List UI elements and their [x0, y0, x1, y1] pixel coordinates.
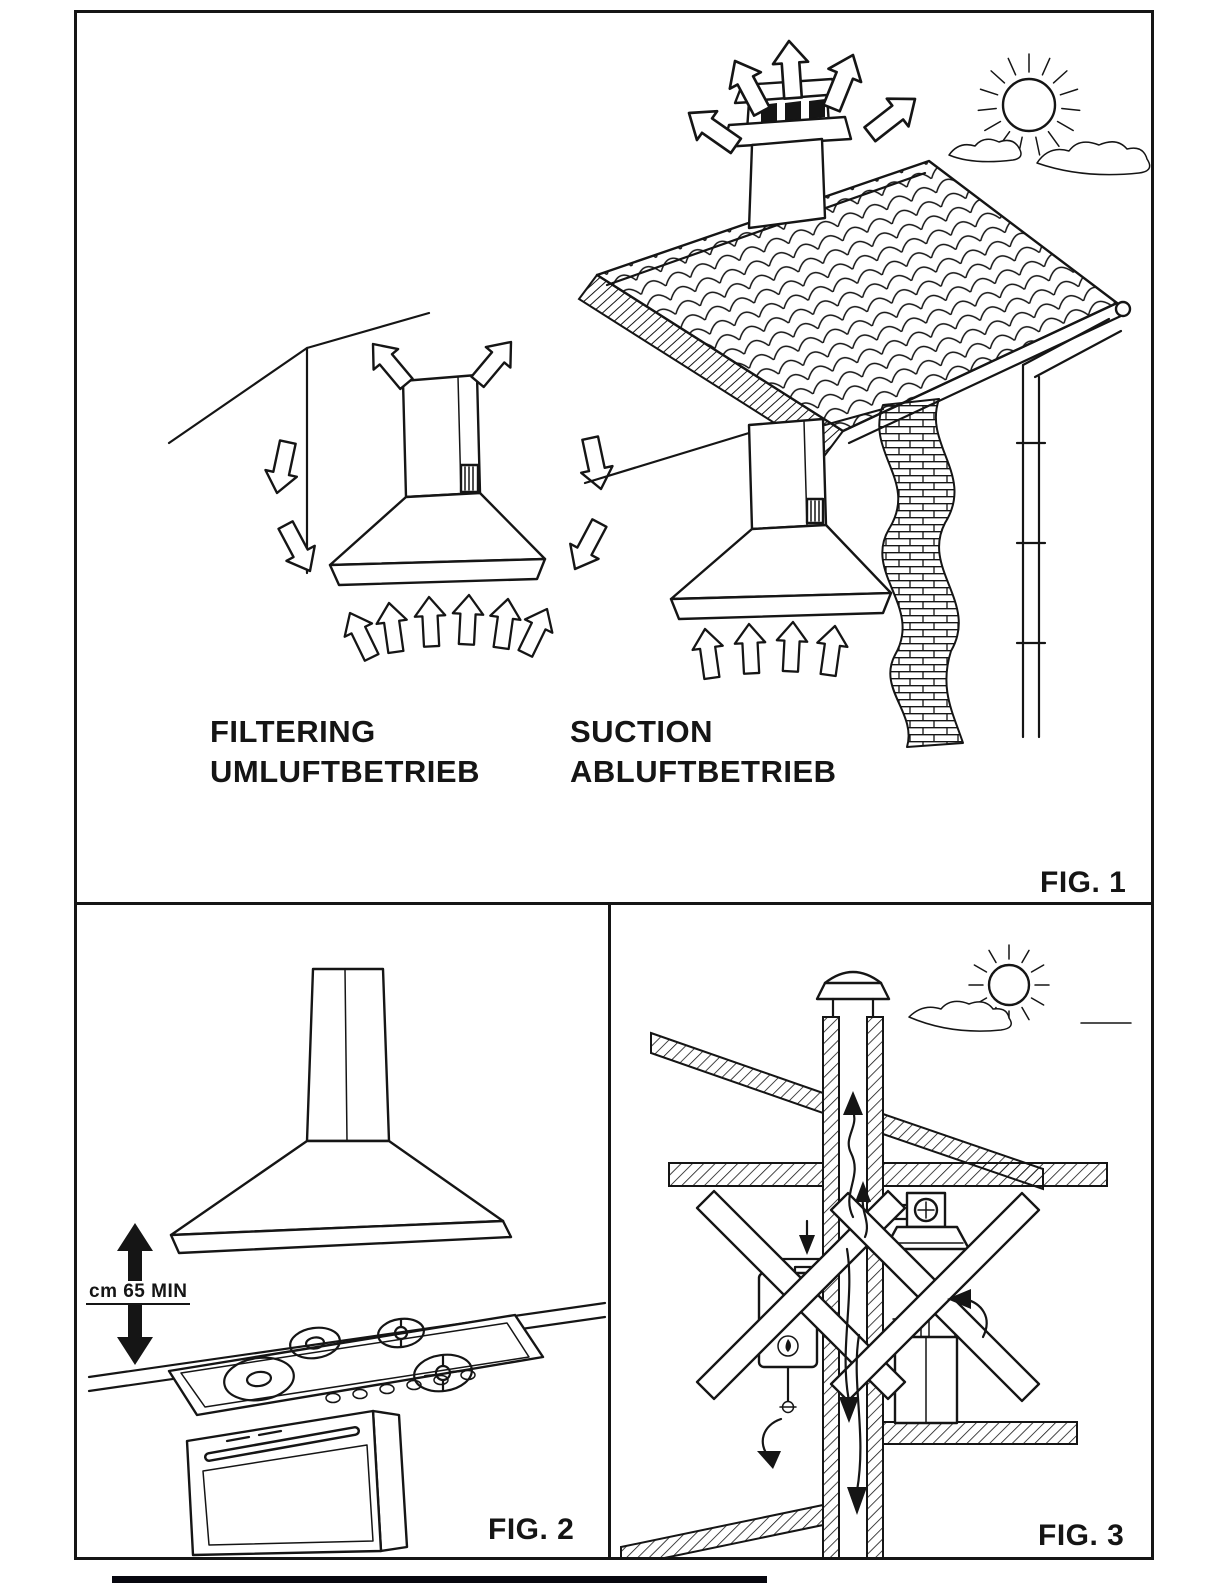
broken-wall-icon: [878, 398, 964, 748]
fig1-illustration: [167, 38, 1151, 748]
fig3-caption: FIG. 3: [1038, 1519, 1125, 1552]
filtering-hood-icon: [328, 373, 547, 587]
ceiling-beam: [668, 1162, 1108, 1187]
suction-label-en: SUCTION: [570, 714, 713, 749]
gutter-downpipe-icon: [841, 300, 1132, 739]
tiled-roof-illustration: [577, 159, 1119, 457]
flue-illustration: [822, 1016, 884, 1557]
room-corner: [167, 311, 431, 575]
fig2-caption: FIG. 2: [488, 1513, 575, 1546]
min-distance-label: cm 65 MIN: [86, 1281, 191, 1305]
filtering-label: FILTERING UMLUFTBETRIEB: [210, 712, 480, 792]
wall-hood-icon: [169, 967, 513, 1255]
kitchen-hood-icon: [881, 1191, 971, 1251]
fig3-illustration: [620, 944, 1132, 1557]
filtering-label-en: FILTERING: [210, 714, 376, 749]
suction-hood-icon: [669, 417, 893, 621]
chimney-cap-icon: [815, 970, 891, 1019]
cloud-icon: [908, 1000, 1132, 1032]
fig1-panel: [74, 10, 1154, 905]
vent-grille-icon: [805, 497, 825, 525]
ceiling-line: [583, 407, 885, 485]
scanner-artifact-bar: [112, 1576, 767, 1583]
prohibition-cross-icon: [829, 1191, 1041, 1403]
oven-icon: [185, 1409, 409, 1557]
control-knobs: [325, 1369, 476, 1404]
filtering-label-de: UMLUFTBETRIEB: [210, 754, 480, 789]
suction-label: SUCTION ABLUFTBETRIEB: [570, 712, 837, 792]
fig1-caption: FIG. 1: [1040, 866, 1127, 899]
intake-arrows: [688, 620, 852, 682]
fig2-illustration: [87, 967, 607, 1557]
fig3-panel: [608, 902, 1154, 1560]
airflow-arrows: [757, 1091, 988, 1515]
prohibition-cross-icon: [695, 1189, 907, 1401]
cloud-icon: [948, 138, 1151, 176]
sun-icon: [977, 53, 1081, 156]
cooktop-illustration: [167, 1313, 545, 1417]
suction-label-de: ABLUFTBETRIEB: [570, 754, 837, 789]
fig2-panel: [74, 902, 611, 1560]
electric-plate-icon: [223, 1326, 341, 1402]
gas-burner-icon: [377, 1317, 473, 1393]
vent-grille-icon: [459, 463, 480, 494]
